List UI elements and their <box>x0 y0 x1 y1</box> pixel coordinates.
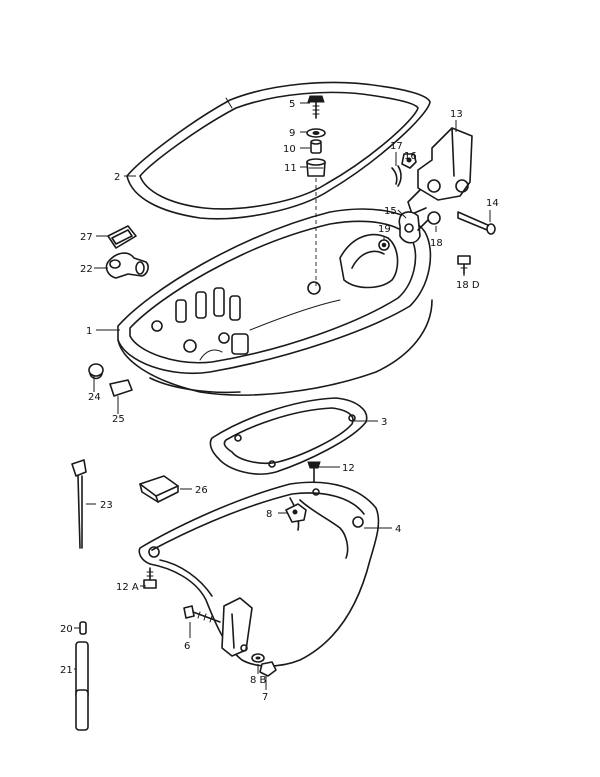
bolt-5 <box>307 95 325 119</box>
callout-10: 10 <box>283 144 296 155</box>
callout-15: 15 <box>384 206 397 217</box>
callout-20: 20 <box>60 624 73 635</box>
leader-lines <box>74 102 491 690</box>
callout-1: 1 <box>86 326 92 337</box>
callout-19: 19 <box>378 224 391 235</box>
gasket-3 <box>209 397 368 475</box>
callout-18d: 18 D <box>456 280 480 291</box>
washer-9 <box>306 128 326 138</box>
callout-6: 6 <box>184 641 190 652</box>
callout-labels: 2 1 3 4 5 6 7 8 8 B 9 10 11 12 12 A 13 1… <box>60 99 499 703</box>
callout-24: 24 <box>88 392 101 403</box>
cable-tie-23 <box>71 459 87 549</box>
screw-12a <box>143 567 157 589</box>
pad-26 <box>139 475 179 503</box>
seal-ring-top <box>126 81 431 220</box>
callout-16: 16 <box>404 151 417 162</box>
spacer-10 <box>310 139 322 154</box>
callout-14: 14 <box>486 198 499 209</box>
screw-18d <box>457 255 471 275</box>
split-pin-17 <box>391 165 402 187</box>
screw-12 <box>307 461 321 483</box>
callout-13: 13 <box>450 109 463 120</box>
callout-26: 26 <box>195 485 208 496</box>
bolt-6 <box>183 605 221 623</box>
callout-27: 27 <box>80 232 93 243</box>
callout-23: 23 <box>100 500 113 511</box>
grommet-27 <box>107 225 137 249</box>
top-cowling <box>117 208 433 396</box>
callout-5: 5 <box>289 99 295 110</box>
callout-17: 17 <box>390 141 403 152</box>
callout-18: 18 <box>430 238 443 249</box>
pin-20 <box>79 621 87 635</box>
pin-14 <box>457 211 496 235</box>
bracket-8 <box>285 503 307 523</box>
callout-2: 2 <box>114 172 120 183</box>
callout-21: 21 <box>60 665 73 676</box>
cap-25 <box>109 379 133 397</box>
callout-7: 7 <box>262 692 268 703</box>
grommet-11 <box>306 158 326 177</box>
callout-8b: 8 B <box>250 675 267 686</box>
washer-19 <box>378 239 390 251</box>
tube-21 <box>75 641 89 731</box>
callout-25: 25 <box>112 414 125 425</box>
callout-3: 3 <box>381 417 387 428</box>
nut-7 <box>259 661 277 677</box>
elbow-22 <box>105 252 149 279</box>
callout-12a: 12 A <box>116 582 139 593</box>
lower-cowling <box>138 481 380 667</box>
callout-22: 22 <box>80 264 93 275</box>
callout-12: 12 <box>342 463 355 474</box>
screw-18 <box>417 211 441 231</box>
callout-8: 8 <box>266 509 272 520</box>
callout-4: 4 <box>395 524 401 535</box>
callout-9: 9 <box>289 128 295 139</box>
latch-bracket-13 <box>407 127 473 215</box>
plug-24 <box>88 363 104 380</box>
clamp-15 <box>398 211 421 244</box>
callout-11: 11 <box>284 163 297 174</box>
washer-8b <box>251 653 265 663</box>
